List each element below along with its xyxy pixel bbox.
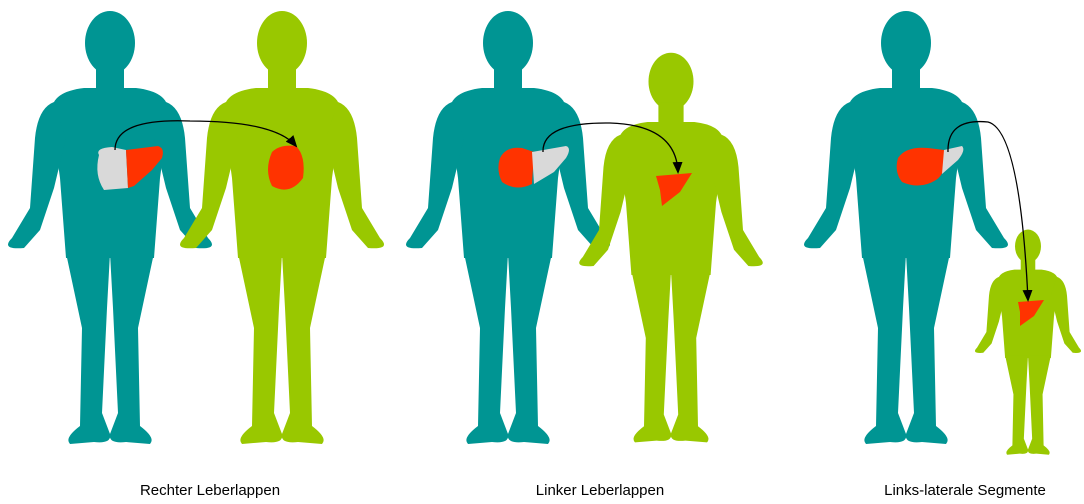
recipient-figure	[579, 53, 763, 443]
donor-liver-graft	[498, 148, 534, 188]
recipient-figure	[975, 230, 1081, 455]
donor-figure	[804, 11, 1008, 444]
caption-left-lateral-segments: Links-laterale Segmente	[860, 482, 1070, 502]
panel-left-lobe	[406, 11, 763, 444]
panel-right-lobe	[8, 11, 384, 444]
donor-figure	[8, 11, 212, 444]
panel-left-lateral-segments	[804, 11, 1081, 455]
donor-figure	[406, 11, 610, 444]
donor-liver-remnant	[97, 147, 128, 190]
caption-left-lobe: Linker Leberlappen	[500, 482, 700, 502]
recipient-figure	[180, 11, 384, 444]
recipient-liver-graft	[268, 146, 304, 190]
caption-right-lobe: Rechter Leberlappen	[110, 482, 310, 502]
